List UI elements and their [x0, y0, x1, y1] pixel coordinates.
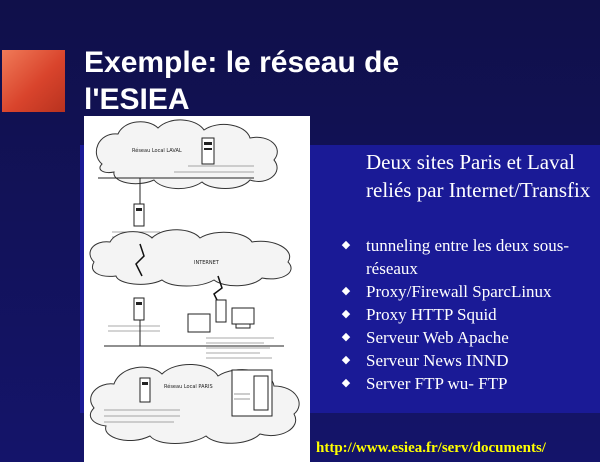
server-slot-icon: [204, 148, 212, 150]
bullet-list: ◆tunneling entre les deux sous- réseaux …: [338, 234, 598, 395]
diamond-bullet-icon: ◆: [341, 377, 351, 389]
network-diagram-svg: Réseau Local LAVAL INTERNET: [89, 119, 300, 444]
router-slot-icon: [136, 302, 142, 305]
diamond-bullet-icon: ◆: [341, 285, 351, 297]
diamond-bullet-icon: ◆: [341, 308, 351, 320]
bullet-item: ◆ Server FTP wu- FTP: [338, 372, 598, 395]
bullet-item: ◆ Proxy/Firewall SparcLinux: [338, 280, 598, 303]
bullet-item: ◆ Serveur Web Apache: [338, 326, 598, 349]
bullet-text: Serveur News INND: [366, 351, 509, 370]
monitor-icon: [231, 307, 255, 325]
intro-text: Deux sites Paris et Laval reliés par Int…: [366, 150, 591, 202]
diamond-bullet-icon: ◆: [341, 331, 351, 343]
router-icon: [133, 297, 145, 321]
internet-cloud-shape: [89, 229, 292, 287]
server-icon: [201, 137, 215, 165]
diamond-bullet-icon: ◆: [341, 354, 351, 366]
bullet-text: tunneling entre les deux sous- réseaux: [366, 236, 570, 278]
monitor-stand-icon: [235, 323, 251, 329]
server-icon: [215, 299, 227, 323]
bullet-item: ◆ Proxy HTTP Squid: [338, 303, 598, 326]
bullet-item: ◆ tunneling entre les deux sous- réseaux: [338, 234, 598, 280]
bullet-text: Server FTP wu- FTP: [366, 374, 508, 393]
bullet-text: Proxy HTTP Squid: [366, 305, 497, 324]
server-slot-icon: [142, 382, 148, 385]
diamond-bullet-icon: ◆: [341, 239, 351, 251]
server-slot-icon: [204, 142, 212, 145]
terminal-box-icon: [187, 313, 211, 333]
bottom-network-label: Réseau Local PARIS: [164, 383, 213, 390]
bullet-text: Serveur Web Apache: [366, 328, 509, 347]
top-network-label: Réseau Local LAVAL: [132, 147, 182, 154]
server-icon: [139, 377, 151, 403]
link-lightning-icon: [135, 243, 145, 277]
bullet-item: ◆ Serveur News INND: [338, 349, 598, 372]
top-cloud-shape: [96, 119, 278, 189]
router-icon: [133, 203, 145, 227]
bullet-text: Proxy/Firewall SparcLinux: [366, 282, 552, 301]
slide-title: Exemple: le réseau de l'ESIEA: [84, 46, 400, 116]
internet-label: INTERNET: [194, 260, 220, 266]
accent-square: [2, 50, 65, 112]
network-diagram: Réseau Local LAVAL INTERNET: [84, 116, 310, 462]
documents-link[interactable]: http://www.esiea.fr/serv/documents/: [316, 440, 546, 456]
router-slot-icon: [136, 208, 142, 211]
rack-drive-icon: [253, 375, 269, 411]
